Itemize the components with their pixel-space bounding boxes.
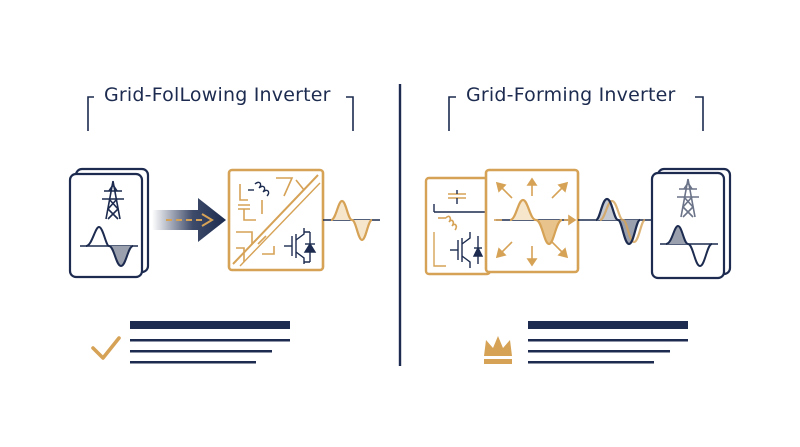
transmission-tower-icon bbox=[677, 178, 699, 218]
transmission-tower-icon bbox=[102, 180, 124, 220]
right-grid-card bbox=[650, 167, 732, 280]
sine-wave-icon bbox=[80, 225, 138, 268]
checkmark-icon bbox=[91, 336, 121, 360]
grid-following-inverter-box bbox=[227, 168, 325, 272]
inductor-icon bbox=[438, 215, 458, 231]
right-summary-lines bbox=[528, 321, 688, 364]
grid-forming-circuit-box bbox=[424, 176, 492, 276]
diode-icon bbox=[303, 231, 317, 263]
crown-icon bbox=[484, 336, 512, 364]
igbt-transistor-icon bbox=[450, 232, 484, 268]
left-grid-card bbox=[68, 167, 150, 279]
radiating-arrows-icon bbox=[494, 177, 577, 267]
grid-forming-voltage-source-box bbox=[484, 168, 580, 274]
output-sine-wave-icon bbox=[323, 199, 380, 242]
power-flow-arrow bbox=[152, 198, 226, 242]
grid-forming-title: Grid-Forming Inverter bbox=[466, 84, 676, 106]
capacitor-icon bbox=[238, 177, 305, 221]
right-title-bracket bbox=[448, 96, 704, 131]
sine-wave-icon bbox=[660, 224, 718, 268]
circuit-traces bbox=[236, 231, 275, 262]
left-summary-lines bbox=[130, 321, 290, 364]
inductor-icon bbox=[248, 181, 270, 197]
capacitor-icon bbox=[433, 190, 488, 213]
grid-following-title: Grid-FolLowing Inverter bbox=[104, 84, 331, 106]
left-title-bracket bbox=[87, 96, 354, 131]
